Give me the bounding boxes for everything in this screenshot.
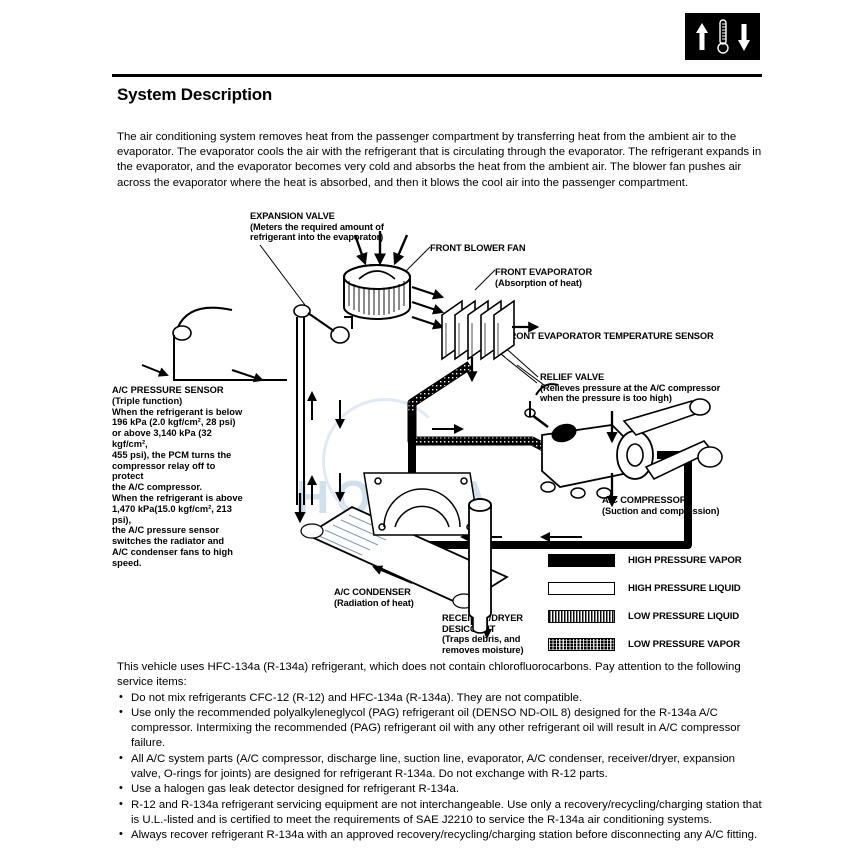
list-item: Always recover refrigerant R-134a with a… (117, 827, 765, 843)
header-divider (112, 74, 762, 77)
legend-row: HIGH PRESSURE VAPOR (548, 546, 763, 574)
legend-label-high-pressure-vapor: HIGH PRESSURE VAPOR (628, 554, 742, 566)
arrow-down-icon (737, 23, 750, 51)
legend-label-low-pressure-vapor: LOW PRESSURE VAPOR (628, 638, 741, 650)
label-ac-condenser: A/C CONDENSER (Radiation of heat) (334, 587, 414, 608)
label-front-evaporator: FRONT EVAPORATOR (Absorption of heat) (495, 267, 593, 288)
label-front-blower-fan: FRONT BLOWER FAN (430, 243, 526, 253)
legend-row: LOW PRESSURE LIQUID (548, 602, 763, 630)
legend-row: HIGH PRESSURE LIQUID (548, 574, 763, 602)
list-item: All A/C system parts (A/C compressor, di… (117, 751, 765, 783)
compressor-art (540, 398, 723, 499)
legend-swatch-high-pressure-liquid (548, 581, 615, 595)
page-title: System Description (117, 85, 273, 104)
list-item: Use only the recommended polyalkylenegly… (117, 705, 765, 752)
legend-swatch-high-pressure-vapor (548, 553, 615, 567)
legend-row: LOW PRESSURE VAPOR (548, 630, 763, 658)
receiver-dryer-art (468, 498, 492, 634)
intro-paragraph: The air conditioning system removes heat… (117, 131, 762, 189)
evaporator-art (441, 299, 540, 383)
notes-list: Do not mix refrigerants CFC-12 (R-12) an… (117, 690, 765, 844)
ac-system-diagram: EXPANSION VALVE (Meters the required amo… (112, 205, 767, 655)
notes-lead: This vehicle uses HFC-134a (R-134a) refr… (117, 661, 741, 689)
arrow-up-icon (695, 22, 708, 50)
label-expansion-valve: EXPANSION VALVE (Meters the required amo… (250, 211, 384, 243)
thermometer-icon (716, 18, 729, 54)
legend-label-high-pressure-liquid: HIGH PRESSURE LIQUID (628, 582, 741, 594)
legend-swatch-low-pressure-vapor (548, 637, 615, 651)
ac-system-illustration (141, 231, 723, 639)
list-item: Use a halogen gas leak detector designed… (117, 781, 765, 797)
expansion-valve-art (172, 304, 353, 344)
section-marker-icon (685, 13, 760, 60)
service-notes: This vehicle uses HFC-134a (R-134a) refr… (117, 660, 765, 844)
list-item: R-12 and R-134a refrigerant servicing eq… (117, 797, 765, 829)
label-ac-pressure-sensor: A/C PRESSURE SENSOR (Triple function) Wh… (112, 385, 243, 568)
label-front-evaporator-temperature-sensor: FRONT EVAPORATOR TEMPERATURE SENSOR (504, 331, 714, 341)
blower-fan-art (343, 264, 411, 320)
list-item: Do not mix refrigerants CFC-12 (R-12) an… (117, 690, 765, 706)
legend-label-low-pressure-liquid: LOW PRESSURE LIQUID (628, 610, 740, 622)
pressure-legend: HIGH PRESSURE VAPOR HIGH PRESSURE LIQUID… (548, 546, 763, 658)
legend-swatch-low-pressure-liquid (548, 609, 615, 623)
label-relief-valve: RELIEF VALVE (Relieves pressure at the A… (540, 372, 721, 404)
